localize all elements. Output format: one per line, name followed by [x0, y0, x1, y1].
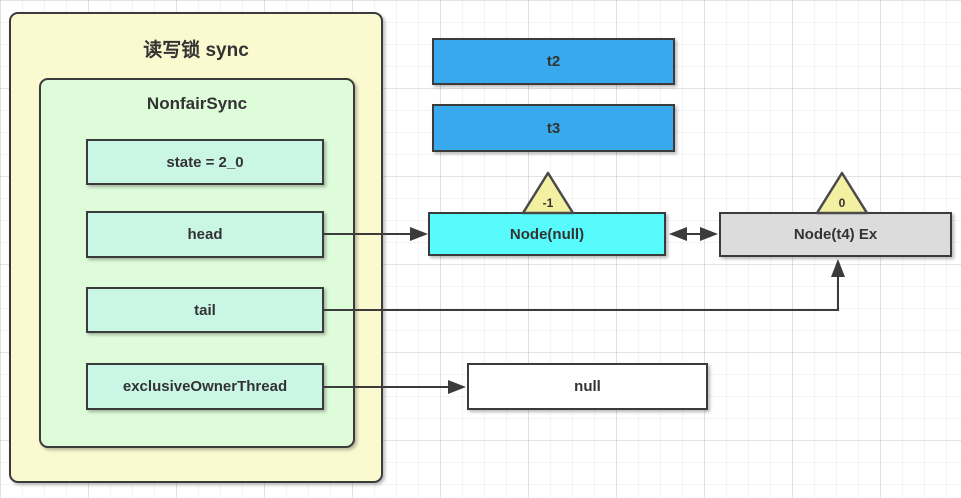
field-tail: tail [86, 287, 324, 333]
rwlock-sync-title: 读写锁 sync [143, 40, 249, 61]
nonfairsync-title: NonfairSync [146, 94, 248, 113]
arrow-node-null-to-node-t4 [669, 227, 718, 241]
field-state: state = 2_0 [86, 139, 324, 185]
null-value-box: null [467, 363, 708, 410]
triangle-icon [815, 171, 869, 215]
thread-t2: t2 [432, 38, 675, 85]
queue-node-null: Node(null) [428, 212, 666, 256]
wait-status-triangle-node-null: -1 [520, 170, 576, 216]
wait-status-triangle-node-t4: 0 [814, 170, 870, 216]
wait-status-value: -1 [542, 196, 554, 210]
field-exclusive-owner-thread: exclusiveOwnerThread [86, 363, 324, 410]
arrow-tail-to-node-t4 [324, 259, 845, 311]
thread-t3: t3 [432, 104, 675, 152]
wait-status-value: 0 [838, 196, 846, 210]
triangle-icon [521, 171, 575, 215]
queue-node-t4-ex: Node(t4) Ex [719, 212, 952, 257]
field-head: head [86, 211, 324, 258]
